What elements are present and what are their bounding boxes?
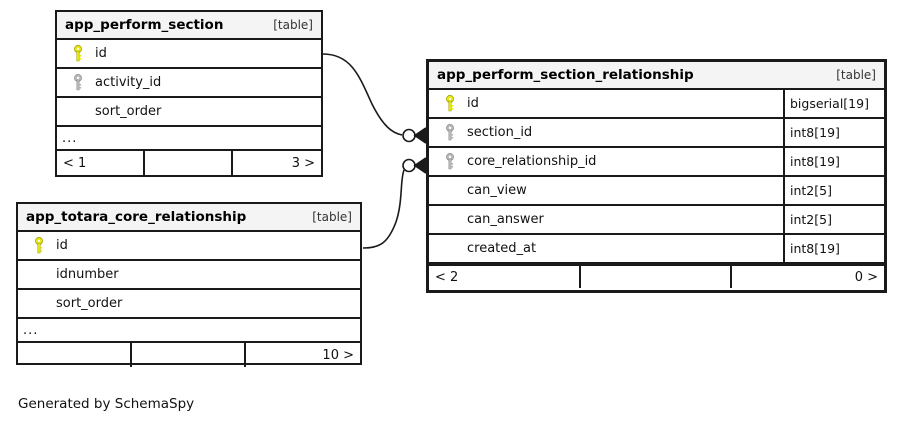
optional-marker-icon bbox=[402, 128, 416, 143]
table-row[interactable]: core_relationship_id int8[19] bbox=[429, 148, 884, 177]
footer-parents-count[interactable]: < 1 bbox=[57, 151, 145, 175]
table-row[interactable]: sort_order bbox=[57, 98, 321, 127]
table-app-perform-section[interactable]: app_perform_section [table] id bbox=[55, 10, 323, 177]
column-name: can_view bbox=[467, 183, 527, 198]
footer-parents-count[interactable]: < 2 bbox=[429, 266, 581, 288]
column-cell: id bbox=[57, 40, 321, 67]
ellipsis-label: ... bbox=[23, 322, 39, 338]
table-row[interactable]: section_id int8[19] bbox=[429, 119, 884, 148]
table-title: app_perform_section bbox=[65, 17, 224, 33]
table-header: app_perform_section [table] bbox=[57, 12, 321, 40]
footer-children-count[interactable]: 0 > bbox=[854, 269, 879, 285]
footer-middle bbox=[145, 151, 233, 175]
table-app-totara-core-relationship[interactable]: app_totara_core_relationship [table] id bbox=[16, 202, 362, 367]
column-cell: id bbox=[18, 232, 360, 259]
column-name: id bbox=[467, 96, 479, 111]
edge-section-id bbox=[322, 53, 427, 144]
ellipsis-label: ... bbox=[62, 130, 78, 146]
primary-key-icon bbox=[65, 44, 91, 63]
column-name: id bbox=[95, 46, 107, 61]
column-cell: created_at bbox=[429, 235, 783, 262]
crowsfoot-icon bbox=[413, 157, 427, 174]
column-cell: id bbox=[429, 90, 783, 117]
table-row[interactable]: idnumber bbox=[18, 261, 360, 290]
column-type: bigserial[19] bbox=[783, 90, 884, 117]
column-type: int8[19] bbox=[783, 148, 884, 175]
footer-middle bbox=[132, 343, 246, 367]
column-cell: core_relationship_id bbox=[429, 148, 783, 175]
optional-marker-icon bbox=[402, 158, 416, 173]
table-row[interactable]: can_view int2[5] bbox=[429, 177, 884, 206]
footer-middle bbox=[581, 266, 733, 288]
table-header: app_perform_section_relationship [table] bbox=[429, 62, 884, 90]
column-name: section_id bbox=[467, 125, 533, 140]
column-name: activity_id bbox=[95, 75, 162, 90]
column-name: idnumber bbox=[56, 267, 119, 282]
primary-key-icon bbox=[26, 236, 52, 255]
table-footer: < 1 3 > bbox=[57, 151, 321, 175]
table-row[interactable]: sort_order bbox=[18, 290, 360, 319]
more-columns-indicator: ... bbox=[57, 127, 321, 151]
column-name: sort_order bbox=[95, 104, 162, 119]
edge-core-relationship-id bbox=[362, 157, 427, 249]
column-name: core_relationship_id bbox=[467, 154, 597, 169]
table-type-tag: [table] bbox=[312, 210, 352, 224]
column-name: created_at bbox=[467, 241, 537, 256]
table-row[interactable]: created_at int8[19] bbox=[429, 235, 884, 264]
table-footer: 10 > bbox=[18, 343, 360, 367]
crowsfoot-icon bbox=[413, 127, 427, 144]
column-name: sort_order bbox=[56, 296, 123, 311]
generated-by-caption: Generated by SchemaSpy bbox=[18, 396, 195, 412]
column-cell: can_answer bbox=[429, 206, 783, 233]
foreign-key-icon bbox=[437, 152, 463, 171]
column-cell: sort_order bbox=[57, 98, 321, 125]
column-cell: activity_id bbox=[57, 69, 321, 96]
table-type-tag: [table] bbox=[836, 68, 876, 82]
footer-children-count[interactable]: 3 > bbox=[291, 155, 315, 171]
table-title: app_perform_section_relationship bbox=[437, 67, 694, 83]
footer-children-count[interactable]: 10 > bbox=[322, 347, 354, 363]
table-row[interactable]: id bbox=[57, 40, 321, 69]
more-columns-indicator: ... bbox=[18, 319, 360, 343]
table-footer: < 2 0 > bbox=[429, 264, 884, 288]
column-type: int2[5] bbox=[783, 177, 884, 204]
column-cell: sort_order bbox=[18, 290, 360, 317]
table-row[interactable]: id bbox=[18, 232, 360, 261]
table-header: app_totara_core_relationship [table] bbox=[18, 204, 360, 232]
column-type: int8[19] bbox=[783, 119, 884, 146]
table-app-perform-section-relationship[interactable]: app_perform_section_relationship [table]… bbox=[426, 59, 887, 293]
table-title: app_totara_core_relationship bbox=[26, 209, 247, 225]
footer-parents-count[interactable] bbox=[18, 343, 132, 367]
foreign-key-icon bbox=[437, 123, 463, 142]
column-cell: idnumber bbox=[18, 261, 360, 288]
table-row[interactable]: activity_id bbox=[57, 69, 321, 98]
column-type: int8[19] bbox=[783, 235, 884, 262]
column-name: id bbox=[56, 238, 68, 253]
column-name: can_answer bbox=[467, 212, 544, 227]
table-type-tag: [table] bbox=[273, 18, 313, 32]
table-row[interactable]: can_answer int2[5] bbox=[429, 206, 884, 235]
primary-key-icon bbox=[437, 94, 463, 113]
column-cell: can_view bbox=[429, 177, 783, 204]
column-cell: section_id bbox=[429, 119, 783, 146]
table-row[interactable]: id bigserial[19] bbox=[429, 90, 884, 119]
column-type: int2[5] bbox=[783, 206, 884, 233]
foreign-key-icon bbox=[65, 73, 91, 92]
